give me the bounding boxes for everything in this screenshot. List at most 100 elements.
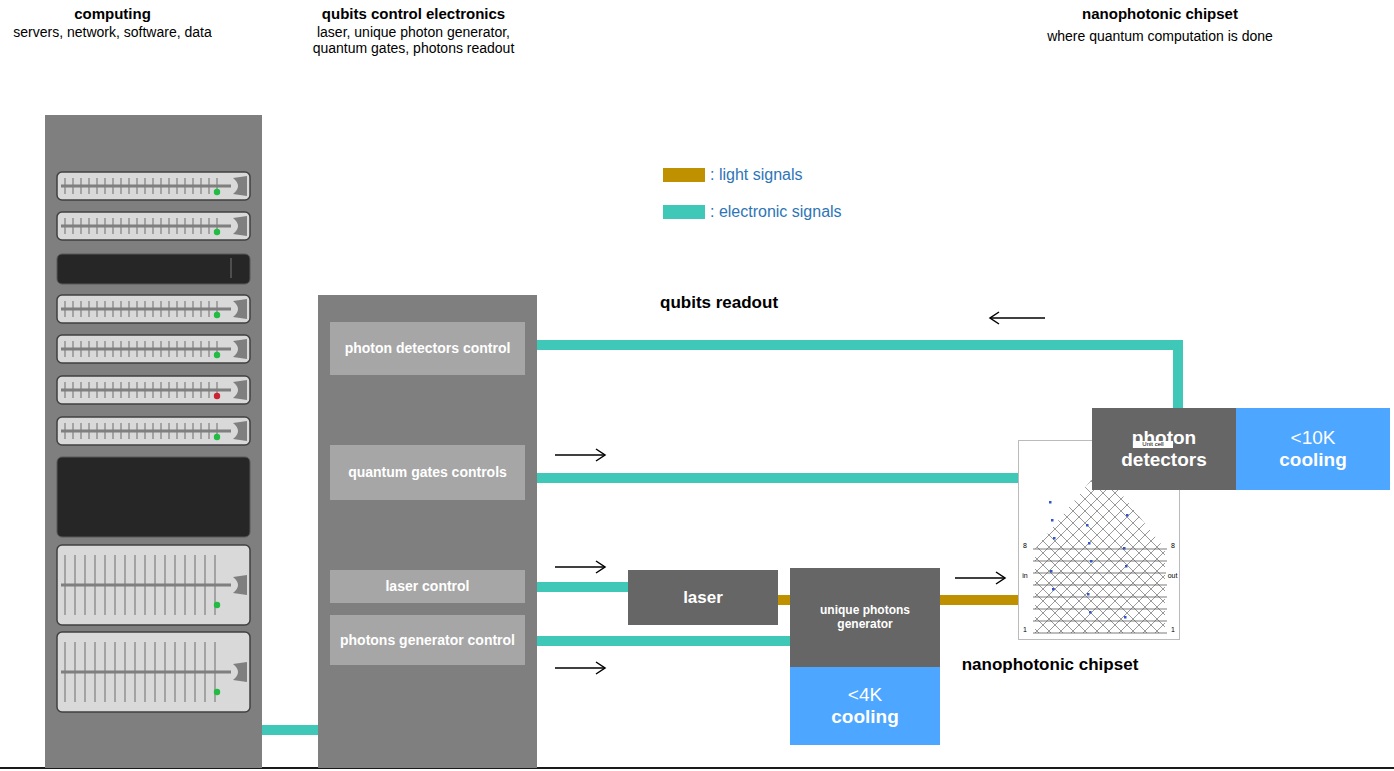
server-case xyxy=(57,335,250,363)
vent-tick xyxy=(208,423,209,439)
vent-tick xyxy=(128,218,129,234)
vent-tick xyxy=(152,341,153,357)
server-unit xyxy=(57,172,250,200)
node-label: unique photons generator xyxy=(820,604,910,632)
arrow-head xyxy=(996,572,1005,584)
legend-swatch xyxy=(663,205,705,219)
signal-line xyxy=(778,595,790,605)
vent-tick xyxy=(168,218,169,234)
vent-tick xyxy=(112,341,113,357)
server-unit xyxy=(57,417,250,445)
vent-tick xyxy=(96,423,97,439)
vent-tick xyxy=(204,642,205,702)
status-led xyxy=(214,229,220,235)
vent-tick xyxy=(184,423,185,439)
port-number: 1 xyxy=(1168,626,1178,634)
vent-tick xyxy=(176,218,177,234)
port-number: 1 xyxy=(1020,626,1030,634)
blank-panel xyxy=(57,457,250,537)
vent-tick xyxy=(104,341,105,357)
vent-tick xyxy=(204,555,205,615)
vent-tick xyxy=(96,218,97,234)
vent-tick xyxy=(184,642,185,702)
vent-tick xyxy=(192,423,193,439)
vent-tick xyxy=(164,642,165,702)
direction-arrow xyxy=(990,317,1045,319)
handle xyxy=(233,299,247,319)
legend-swatch xyxy=(663,168,705,182)
vent-tick xyxy=(192,178,193,194)
vent-tick xyxy=(168,301,169,317)
phase-shifter xyxy=(1053,537,1056,540)
detector-box: photon detectors xyxy=(1092,408,1236,490)
vent-tick xyxy=(192,341,193,357)
vent-tick xyxy=(124,555,125,615)
vent-tick xyxy=(136,178,137,194)
blank-panel xyxy=(57,254,250,284)
vent-tick xyxy=(184,301,185,317)
vent-tick xyxy=(114,555,115,615)
control-module: photons generator control xyxy=(330,615,525,665)
server-case xyxy=(57,172,250,200)
vent-tick xyxy=(128,178,129,194)
vent-tick xyxy=(134,555,135,615)
legend-text: : electronic signals xyxy=(710,203,842,221)
vent-tick xyxy=(200,382,201,398)
node-sublabel: laser, unique photon generator, quantum … xyxy=(289,24,539,56)
vent-tick xyxy=(144,178,145,194)
phase-shifter xyxy=(1088,542,1091,545)
cooling-unit: <10Kcooling xyxy=(1236,408,1390,490)
vent-tick xyxy=(174,642,175,702)
phase-shifter xyxy=(1052,588,1055,591)
laser-box: laser xyxy=(628,570,778,625)
vent-tick xyxy=(64,382,65,398)
signal-connector xyxy=(940,572,1018,600)
status-led xyxy=(214,689,220,695)
vent-tick xyxy=(134,642,135,702)
vent-tick xyxy=(112,178,113,194)
vent-tick xyxy=(200,218,201,234)
direction-arrow xyxy=(955,577,1005,579)
vent-tick xyxy=(168,382,169,398)
direction-arrow xyxy=(555,667,605,669)
vent-tick xyxy=(192,382,193,398)
vent-tick xyxy=(120,301,121,317)
vent-tick xyxy=(176,382,177,398)
vent-tick xyxy=(200,341,201,357)
server-unit xyxy=(57,457,250,537)
vent-tick xyxy=(72,218,73,234)
vent-tick xyxy=(176,178,177,194)
vent-tick xyxy=(64,423,65,439)
vent-tick xyxy=(112,423,113,439)
server-case xyxy=(57,212,250,240)
vent-tick xyxy=(160,218,161,234)
vent-tick xyxy=(176,423,177,439)
phase-shifter xyxy=(1126,514,1129,517)
panel-mark xyxy=(231,258,232,278)
phase-shifter xyxy=(1049,501,1052,504)
vent-tick xyxy=(80,382,81,398)
vent-tick xyxy=(152,423,153,439)
node-label: photons generator control xyxy=(340,632,515,648)
vent-tick xyxy=(176,301,177,317)
server-unit xyxy=(57,254,250,284)
phase-shifter xyxy=(1087,593,1090,596)
legend-row: : electronic signals xyxy=(663,203,842,221)
server-rail xyxy=(61,185,231,188)
vent-tick xyxy=(104,423,105,439)
vent-tick xyxy=(88,301,89,317)
photon-generator-box: unique photons generator xyxy=(790,568,940,667)
server-rack: computingservers, network, software, dat… xyxy=(45,115,262,768)
server-case xyxy=(57,295,250,323)
waveguide xyxy=(1033,585,1167,586)
vent-tick xyxy=(128,301,129,317)
node-label: computing xyxy=(0,5,263,22)
waveguide xyxy=(1033,609,1167,610)
phase-shifter xyxy=(1086,524,1089,527)
vent-tick xyxy=(80,301,81,317)
node-label: photon detectors control xyxy=(345,340,511,356)
server-unit xyxy=(57,212,250,240)
vent-tick xyxy=(128,382,129,398)
waveguide xyxy=(1033,633,1167,634)
vent-tick xyxy=(72,178,73,194)
